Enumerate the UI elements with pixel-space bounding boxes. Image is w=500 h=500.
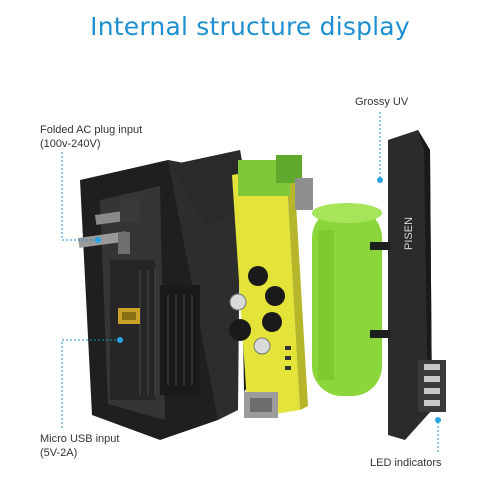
housing-shell <box>80 150 252 440</box>
ac-plug-prongs <box>78 198 140 254</box>
micro-usb-label-line2: (5V-2A) <box>40 447 78 459</box>
callout-glossy-uv <box>377 112 383 183</box>
folded-plug-label-line1: Folded AC plug input <box>40 124 143 136</box>
page-title: Internal structure display <box>90 12 410 41</box>
pcb-board <box>229 155 313 418</box>
micro-usb-port <box>118 308 140 324</box>
folded-plug-label-line2: (100v-240V) <box>40 138 101 150</box>
led-indicators-label: LED indicators <box>370 457 442 469</box>
callout-led <box>435 417 441 452</box>
callout-folded-plug <box>61 152 101 243</box>
folded-plug-label: Folded AC plug input (100v-240V) <box>40 123 142 151</box>
brand-logo: PISEN <box>403 217 415 250</box>
battery-cell <box>312 203 382 396</box>
glossy-uv-label: Grossy UV <box>355 96 409 108</box>
callout-micro-usb <box>61 337 123 428</box>
micro-usb-label-line1: Micro USB input <box>40 433 120 445</box>
front-cover <box>370 130 446 440</box>
micro-usb-label: Micro USB input (5V-2A) <box>40 432 119 460</box>
